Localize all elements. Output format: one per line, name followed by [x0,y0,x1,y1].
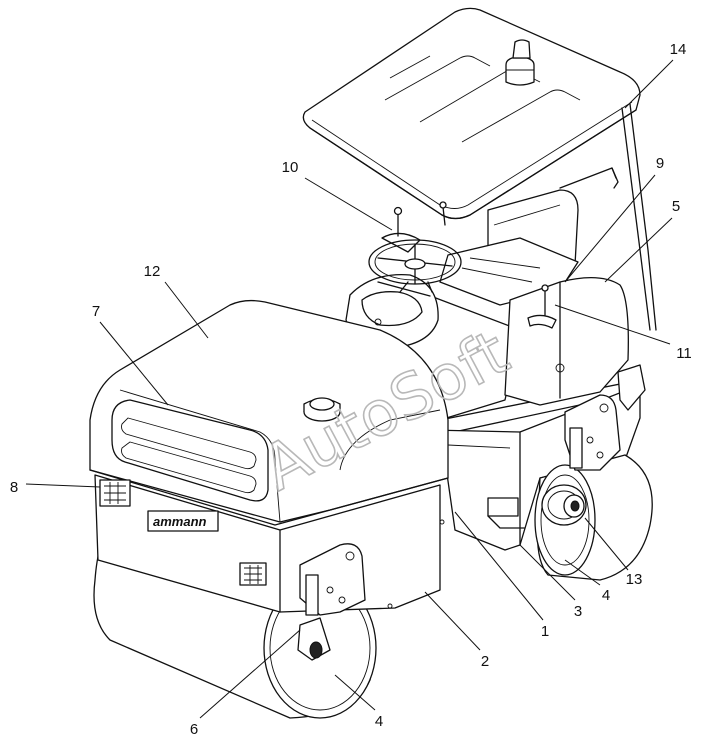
callout-leader-5 [604,217,673,283]
rops-posts [559,103,657,331]
callout-leader-14 [624,59,674,109]
callout-leader-2 [424,591,481,651]
callout-label-5: 5 [672,198,680,215]
callout-leader-6 [199,629,301,719]
callout-label-8: 8 [10,479,18,496]
canopy-roof [302,7,641,220]
air-intake-grille [111,399,269,502]
callout-label-12: 12 [144,263,161,280]
callout-leader-1 [454,511,544,621]
callout-leader-11 [554,304,671,345]
callout-leader-13 [584,517,629,571]
front-vibration-motor [297,543,366,661]
callout-leader-12 [164,281,209,339]
steering-wheel [368,239,462,293]
callout-label-1: 1 [541,623,549,640]
fuel-cap [303,397,341,422]
callout-label-9: 9 [656,155,664,172]
callout-label-6: 6 [190,721,198,738]
callout-label-4: 4 [375,713,383,730]
callout-label-2: 2 [481,653,489,670]
callout-label-10: 10 [282,159,299,176]
side-cover-right [504,277,629,406]
callout-label-11: 11 [676,345,692,362]
callout-label-3: 3 [574,603,582,620]
callout-label-14: 14 [670,41,687,58]
callout-leader-4 [564,559,601,586]
engine-hood [89,299,449,526]
callout-label-7: 7 [92,303,100,320]
callout-leader-4 [334,674,376,711]
brand-plate-text: ammann [153,514,207,529]
beacon-lamp [505,39,535,86]
control-levers [381,201,557,329]
callout-leader-8 [25,483,101,488]
rear-bracket [564,364,646,471]
callout-leader-3 [519,544,576,601]
drive-motor-hub [541,484,587,526]
callout-leader-9 [564,174,656,283]
callout-label-13: 13 [626,571,643,588]
callout-leader-7 [99,321,169,406]
callout-label-4: 4 [602,587,610,604]
callout-leader-10 [304,177,393,231]
